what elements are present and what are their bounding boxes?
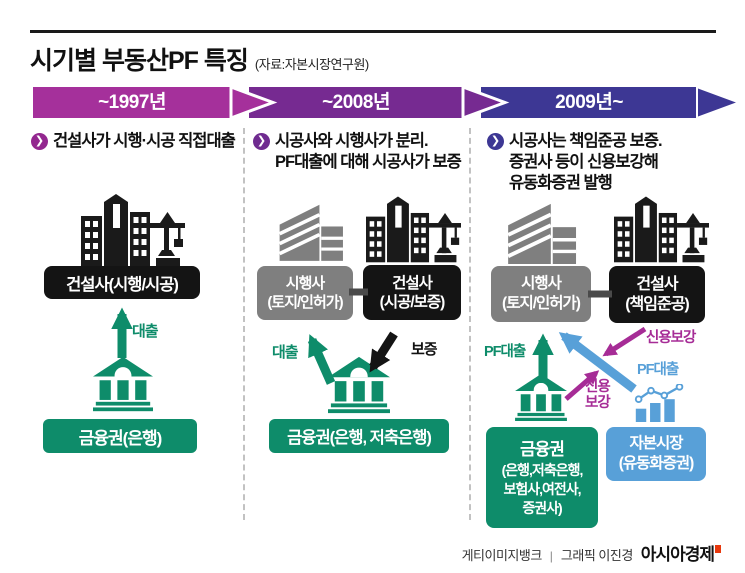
timeline-period-2: ~2008년 bbox=[322, 92, 390, 113]
credit-enhancement-arrow-label: 신용보강 bbox=[646, 330, 696, 346]
guarantee-arrow-label: 보증 bbox=[411, 341, 438, 358]
chevron-circle-icon: ❯ bbox=[31, 133, 48, 150]
office-building-icon bbox=[500, 200, 590, 264]
constructor-box: 건설사 (시공/보증) bbox=[363, 265, 461, 320]
page-title: 시기별 부동산PF 특징 bbox=[30, 47, 249, 75]
image-credit: 게티이미지뱅크 bbox=[461, 548, 543, 563]
column-divider-1 bbox=[243, 128, 245, 520]
finance-box: 금융권(은행, 저축은행) bbox=[269, 419, 449, 453]
building-crane-icon bbox=[614, 194, 709, 263]
col1-description: 건설사가 시행·시공 직접대출 bbox=[53, 132, 236, 150]
pf-loan-arrow-label: PF대출 bbox=[637, 362, 679, 378]
col3-description: 시공사는 책임준공 보증. 증권사 등이 신용보강해 유동화증권 발행 bbox=[509, 132, 663, 192]
bank-icon bbox=[514, 374, 568, 421]
constructor-box: 건설사(시행/시공) bbox=[44, 266, 200, 299]
office-building-icon bbox=[276, 198, 352, 264]
bank-icon bbox=[93, 355, 153, 413]
col2-description: 시공사와 시행사가 분리. PF대출에 대해 시공사가 보증 bbox=[275, 132, 462, 171]
header: 시기별 부동산PF 특징 (자료:자본시장연구원) bbox=[30, 41, 369, 77]
credit-enhancement-arrow-label: 신용 보강 bbox=[585, 379, 611, 411]
source-credit: (자료:자본시장연구원) bbox=[254, 57, 369, 72]
timeline-period-3: 2009년~ bbox=[555, 92, 623, 113]
chevron-circle-icon: ❯ bbox=[253, 133, 270, 150]
building-crane-icon bbox=[366, 194, 461, 263]
footer-credits: 게티이미지뱅크 | 그래픽 이진경 아시아경제 bbox=[462, 540, 721, 565]
bank-icon bbox=[328, 355, 390, 415]
developer-box: 시행사 (토지/인허가) bbox=[257, 266, 353, 320]
finance-box: 금융권(은행) bbox=[43, 419, 197, 453]
brand-mark-icon bbox=[715, 545, 721, 554]
bar-chart-icon bbox=[633, 384, 688, 422]
pf-loan-arrow-label: PF대출 bbox=[484, 344, 526, 360]
column-divider-2 bbox=[469, 128, 471, 520]
capital-market-box: 자본시장 (유동화증권) bbox=[606, 427, 706, 481]
developer-box: 시행사 (토지/인허가) bbox=[491, 266, 591, 322]
credit-separator: | bbox=[549, 549, 553, 563]
loan-arrow-label: 대출 bbox=[132, 323, 159, 340]
loan-arrow-label: 대출 bbox=[272, 344, 299, 361]
brand-logo: 아시아경제 bbox=[641, 540, 721, 565]
timeline-banner bbox=[33, 87, 741, 118]
graphic-credit: 그래픽 이진경 bbox=[560, 548, 633, 563]
timeline-period-1: ~1997년 bbox=[98, 92, 166, 113]
chevron-circle-icon: ❯ bbox=[487, 133, 504, 150]
building-crane-icon bbox=[80, 192, 186, 266]
finance-box: 금융권 (은행,저축은행, 보험사,여전사, 증권사) bbox=[486, 427, 598, 528]
constructor-box: 건설사 (책임준공) bbox=[609, 266, 705, 323]
top-rule bbox=[30, 30, 716, 33]
